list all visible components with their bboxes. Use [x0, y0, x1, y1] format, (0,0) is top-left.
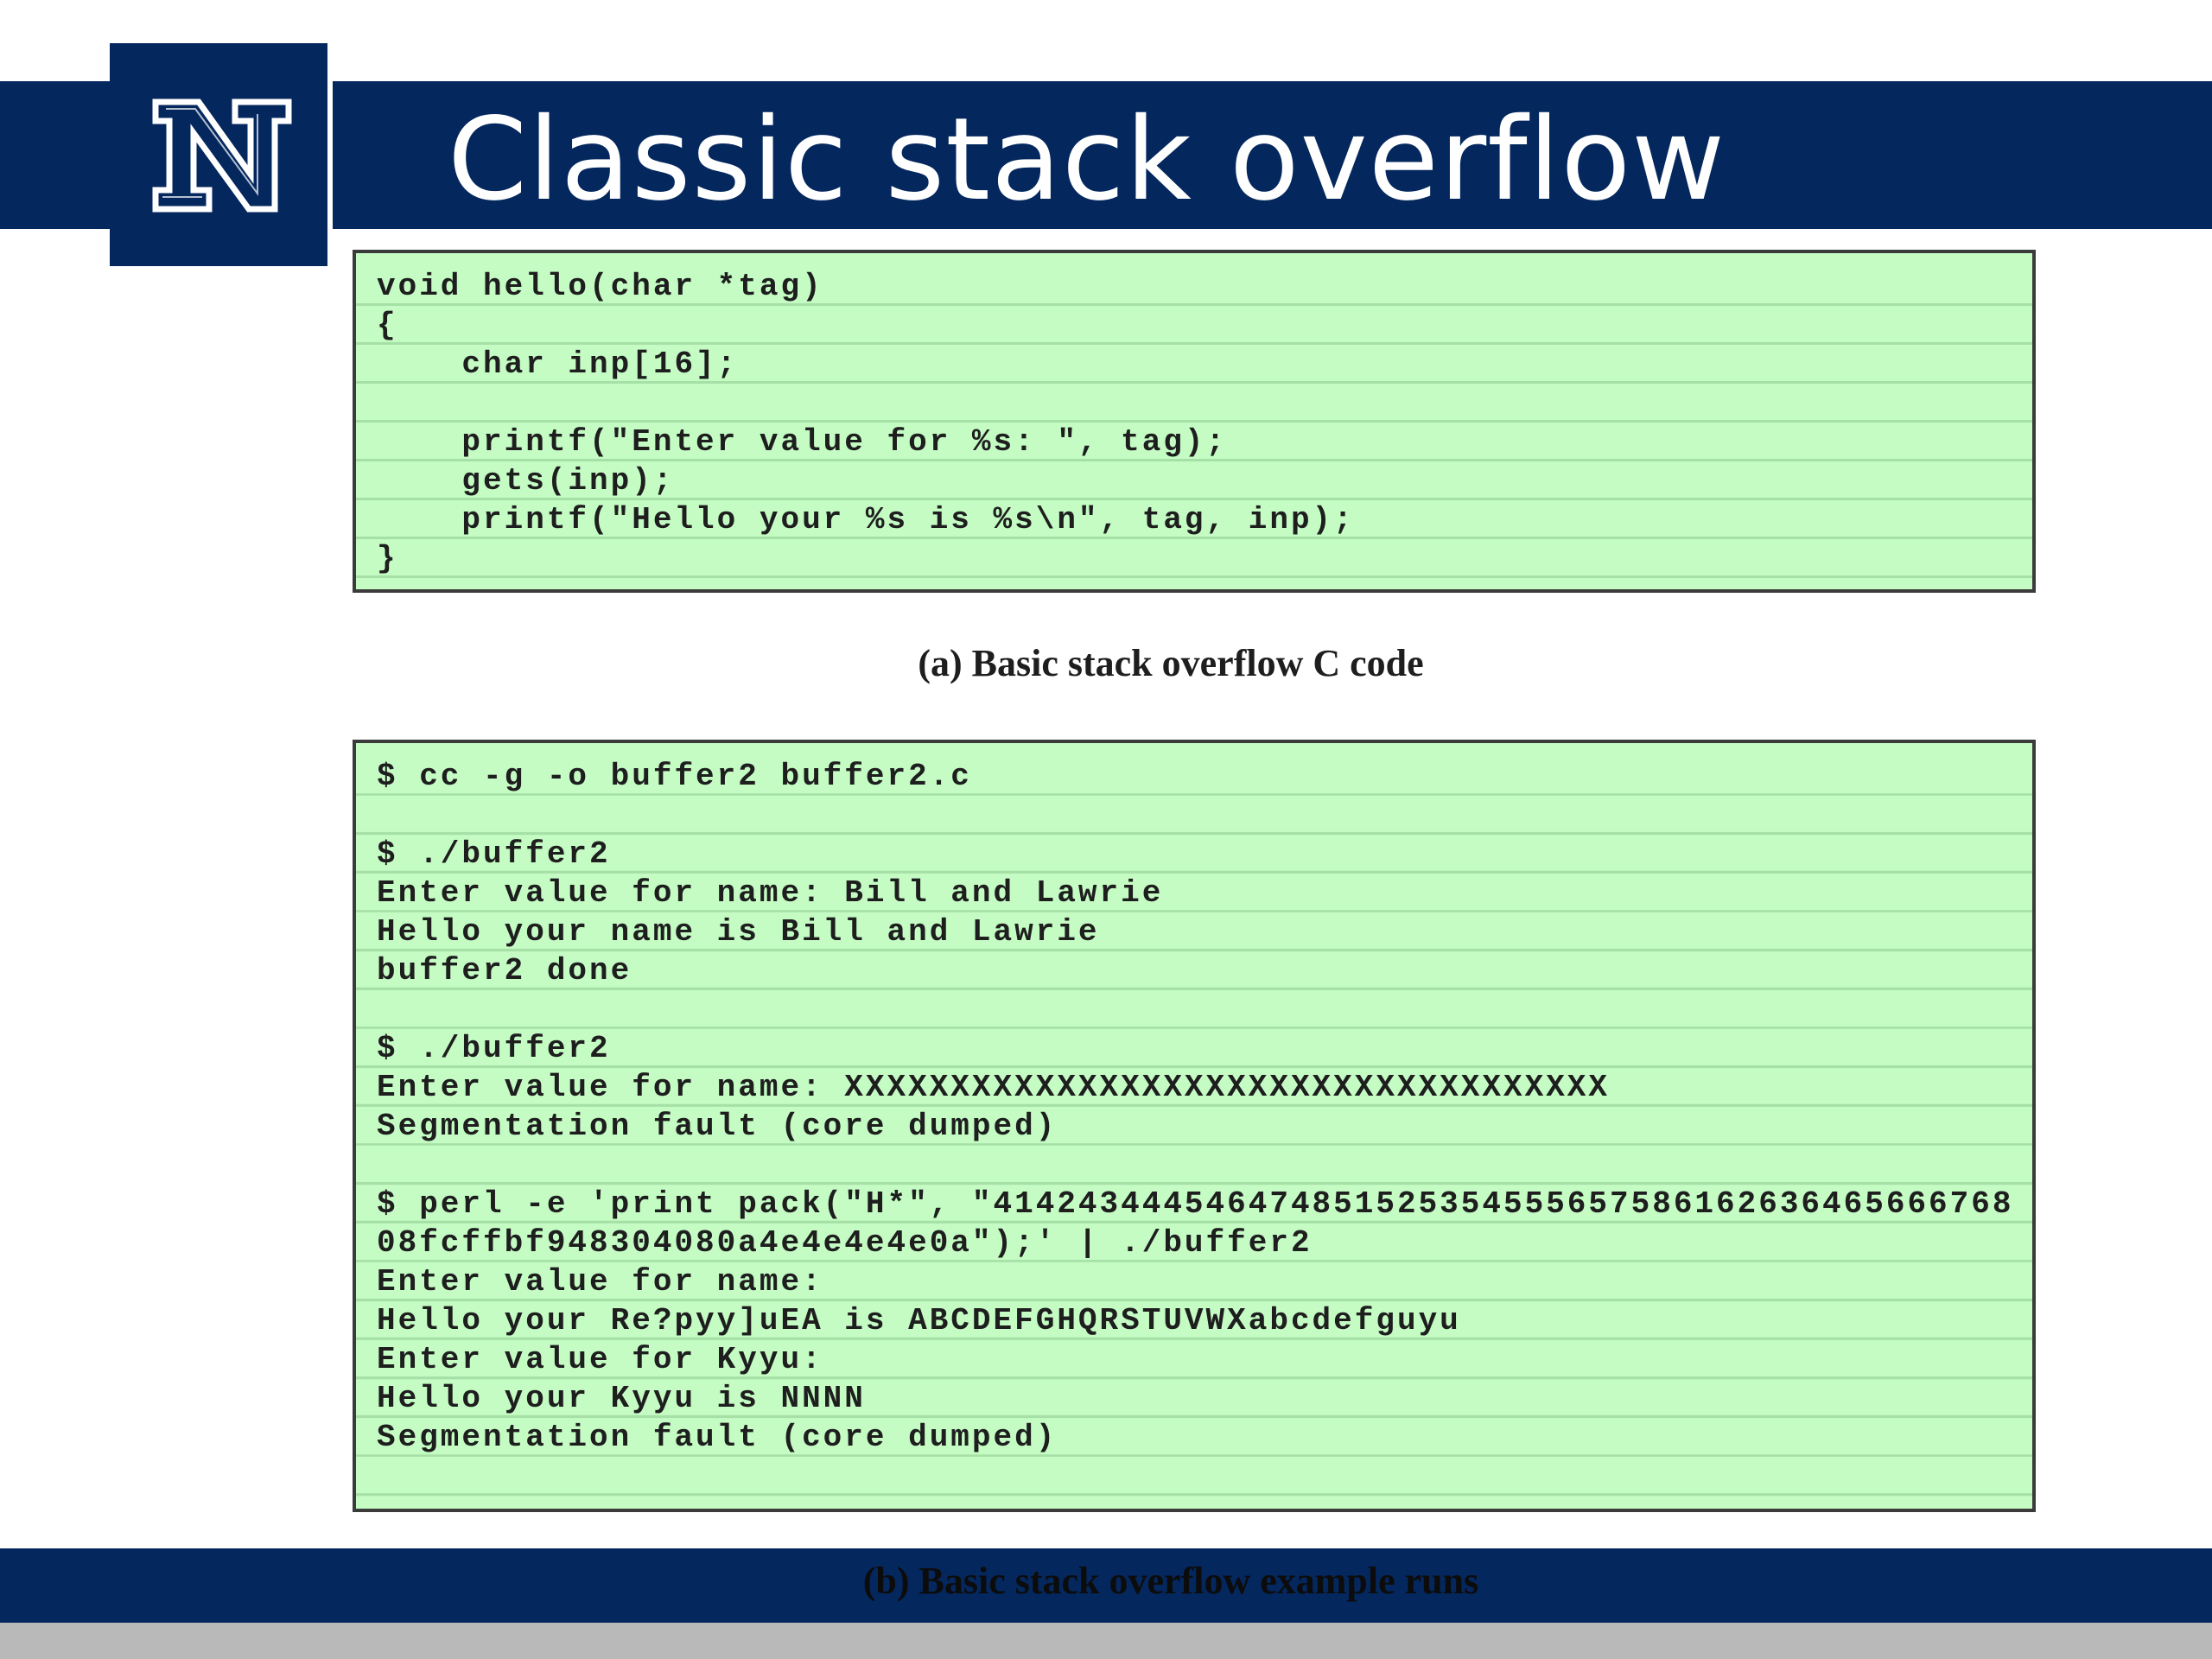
code-listing-c: void hello(char *tag) { char inp[16]; pr… [353, 250, 2036, 593]
terminal-line [356, 796, 2032, 835]
terminal-line: Hello your name is Bill and Lawrie [377, 914, 1100, 950]
code-line: gets(inp); [377, 463, 675, 499]
terminal-line: Hello your Re?pyy]uEA is ABCDEFGHQRSTUVW… [377, 1303, 1461, 1338]
caption-a: (a) Basic stack overflow C code [918, 642, 1424, 684]
code-line [356, 384, 2032, 423]
code-line: void hello(char *tag) [377, 269, 823, 304]
code-line: char inp[16]; [377, 346, 739, 382]
terminal-line: buffer2 done [377, 953, 632, 988]
code-line: } [377, 541, 398, 576]
terminal-line: 08fcffbf948304080a4e4e4e4e0a");' | ./buf… [377, 1225, 1313, 1261]
title-bar [0, 81, 2212, 229]
code-line: { [377, 308, 398, 343]
terminal-line: $ cc -g -o buffer2 buffer2.c [377, 759, 972, 794]
terminal-line: Enter value for name: [377, 1264, 823, 1300]
terminal-line: Segmentation fault (core dumped) [377, 1109, 1058, 1144]
footer-strip [0, 1623, 2212, 1659]
code-line: printf("Enter value for %s: ", tag); [377, 424, 1228, 460]
terminal-line: $ ./buffer2 [377, 836, 611, 872]
terminal-line: Enter value for name: Bill and Lawrie [377, 875, 1164, 911]
terminal-line: Enter value for name: XXXXXXXXXXXXXXXXXX… [377, 1070, 1611, 1105]
block-n-logo-icon [152, 99, 292, 213]
footer-bar [0, 1548, 2212, 1623]
terminal-line: $ ./buffer2 [377, 1031, 611, 1066]
slide-title: Classic stack overflow [448, 93, 1726, 226]
terminal-output-listing: $ cc -g -o buffer2 buffer2.c $ ./buffer2… [353, 740, 2036, 1512]
university-logo [110, 43, 333, 266]
terminal-line: Hello your Kyyu is NNNN [377, 1381, 866, 1416]
terminal-line [356, 990, 2032, 1029]
terminal-line [356, 1146, 2032, 1185]
terminal-line [356, 1457, 2032, 1496]
terminal-line: Enter value for Kyyu: [377, 1342, 823, 1377]
caption-b: (b) Basic stack overflow example runs [862, 1560, 1479, 1602]
terminal-line: Segmentation fault (core dumped) [377, 1420, 1058, 1455]
terminal-line: $ perl -e 'print pack("H*", "41424344454… [377, 1186, 2014, 1222]
code-line: printf("Hello your %s is %s\n", tag, inp… [377, 502, 1355, 537]
